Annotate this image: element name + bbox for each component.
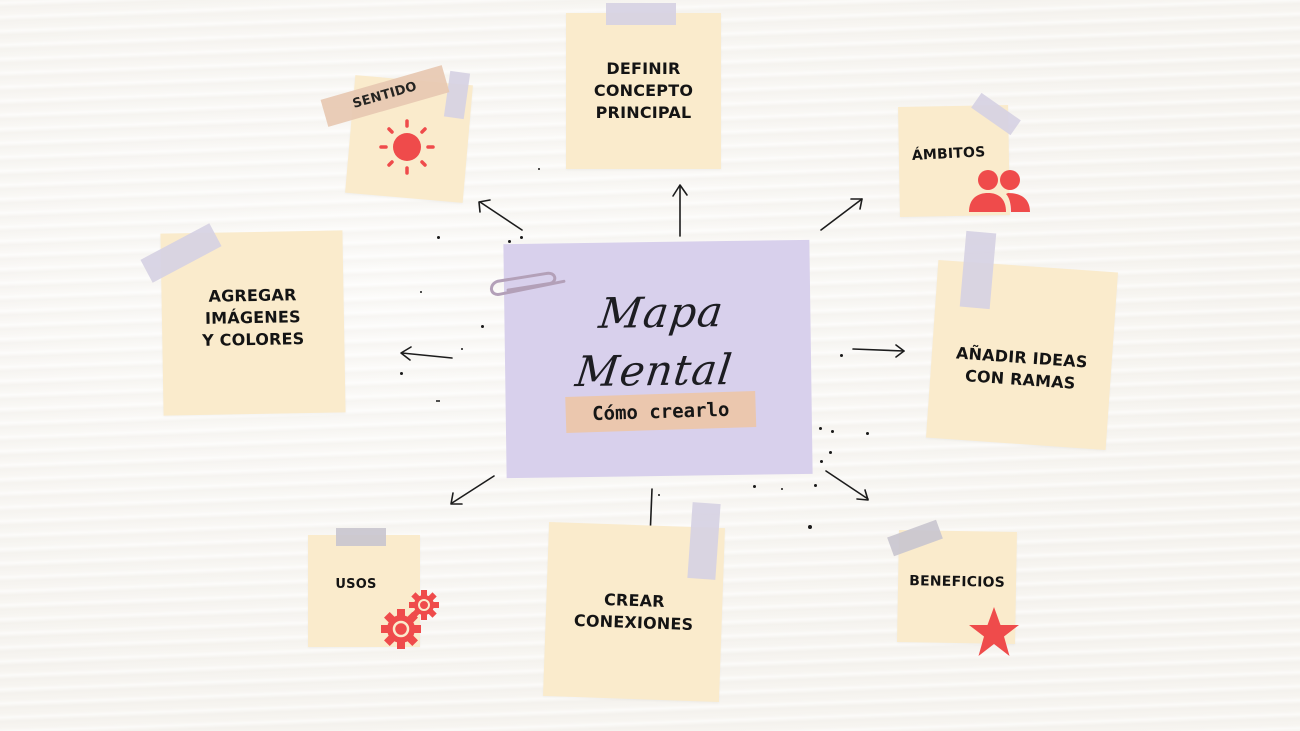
central-subtitle-tape: Cómo crearlo: [565, 390, 757, 433]
node-definir-concepto: DEFINIR CONCEPTO PRINCIPAL: [566, 13, 721, 169]
arrow-down-left: [450, 475, 495, 505]
node-anadir-ideas: AÑADIR IDEAS CON RAMAS: [926, 259, 1118, 451]
central-topic-title: Mapa Mental: [572, 287, 736, 397]
arrow-up-left: [478, 199, 523, 231]
tape: [687, 502, 721, 580]
node-label: BENEFICIOS: [909, 573, 1006, 592]
arrow-down-right: [825, 470, 869, 501]
users-icon: [969, 170, 1030, 212]
arrow-right: [852, 344, 905, 358]
star-icon: [969, 607, 1019, 656]
arrow-up-right: [820, 198, 863, 231]
arrow-left: [400, 346, 453, 361]
sun-icon: [379, 119, 435, 175]
node-label: ÁMBITOS: [911, 144, 987, 165]
node-label: AÑADIR IDEAS CON RAMAS: [955, 343, 1089, 393]
arrow-up: [672, 184, 688, 237]
tape: [336, 528, 386, 546]
node-label: DEFINIR CONCEPTO PRINCIPAL: [593, 58, 694, 123]
central-topic-card: Mapa Mental Cómo crearlo: [490, 239, 813, 479]
node-label: USOS: [335, 577, 377, 593]
central-topic-subtitle: Cómo crearlo: [591, 398, 730, 426]
node-label: CREAR CONEXIONES: [573, 589, 694, 635]
tape: [606, 3, 676, 25]
gears-icon: [381, 590, 439, 649]
node-label: AGREGAR IMÁGENES Y COLORES: [201, 285, 305, 350]
paperclip-icon: [490, 271, 566, 296]
